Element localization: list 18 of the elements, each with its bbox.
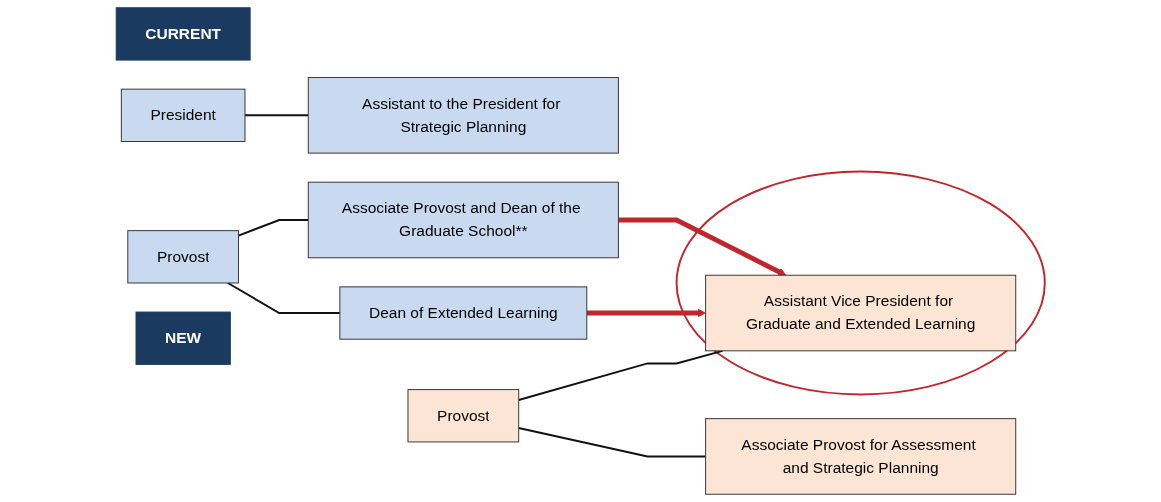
node-box: Provost bbox=[407, 389, 520, 443]
node-box: NEW bbox=[135, 311, 231, 365]
node-box: President bbox=[120, 88, 246, 142]
node-box: Provost bbox=[127, 230, 239, 284]
cluster bbox=[675, 170, 1046, 396]
node-box: CURRENT bbox=[115, 7, 251, 61]
connector bbox=[517, 427, 707, 458]
node-box: Assistant to the President for Strategic Planning bbox=[307, 77, 619, 154]
node-box: Associate Provost and Dean of the Graduate School** bbox=[307, 181, 619, 259]
connector bbox=[517, 349, 724, 401]
connector bbox=[226, 282, 341, 314]
node-box: Assistant Vice President for Graduate and Extended Learning bbox=[705, 274, 1017, 352]
connector bbox=[237, 219, 310, 237]
arrow bbox=[618, 217, 787, 276]
node-box: Associate Provost for Assessment and Strategic Planning bbox=[705, 418, 1017, 495]
arrow bbox=[586, 308, 706, 318]
node-box: Dean of Extended Learning bbox=[339, 286, 588, 340]
connector bbox=[244, 114, 310, 117]
